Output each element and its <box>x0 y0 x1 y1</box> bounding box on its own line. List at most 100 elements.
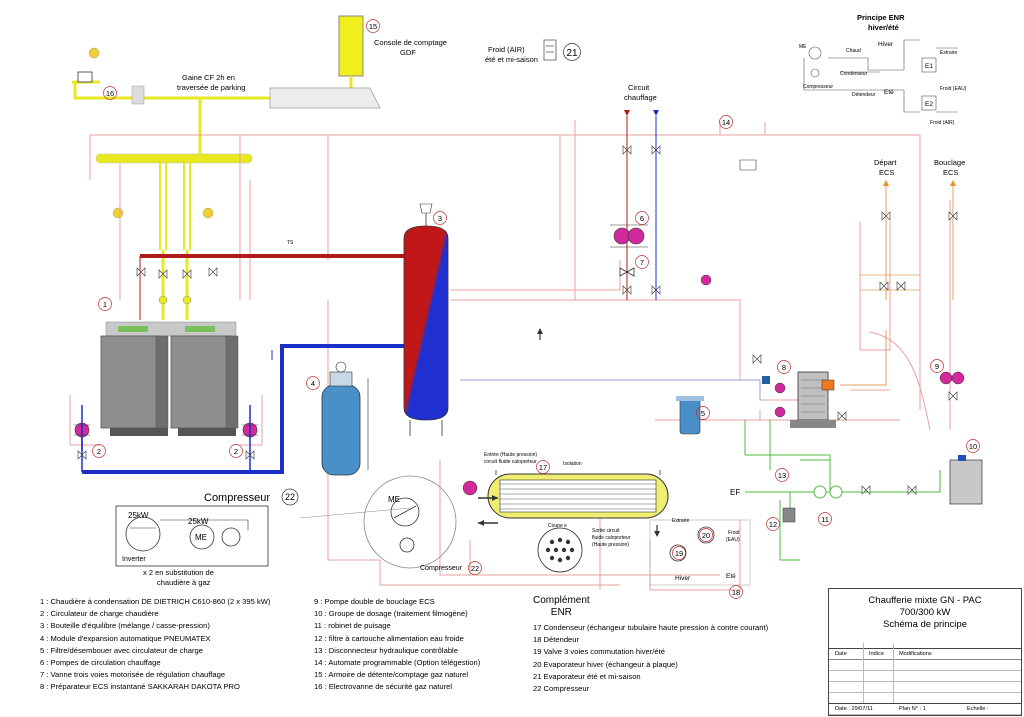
commutation-valves <box>649 519 751 586</box>
legend-enr: 17 Condenseur (échangeur tubulaire haute… <box>533 622 768 695</box>
principe-hiver: Hiver <box>878 41 894 48</box>
revision-row <box>829 671 1021 682</box>
legend-item: 17 Condenseur (échangeur tubulaire haute… <box>533 623 769 632</box>
inset-note-1: x 2 en substitution de <box>143 568 214 577</box>
title-block-footer: Date : 29/07/11 Plan N° : 1 Echelle : <box>829 703 1021 715</box>
dosing-unit <box>949 455 983 505</box>
principe-chaud: Chaud <box>846 48 861 54</box>
inset-me: ME <box>195 533 207 542</box>
label-console-1: Console de comptage <box>374 38 447 47</box>
title-line-3: Schéma de principe <box>883 619 967 630</box>
hydraulic-separator <box>403 203 449 436</box>
sortie-hp-1: Sortie circuit <box>592 528 620 534</box>
item-number-markers <box>92 19 980 599</box>
legend-item: 19 Valve 3 voies commutation hiver/été <box>533 647 665 657</box>
legend-item: 20 Evaporateur hiver (échangeur à plaque… <box>533 659 678 669</box>
col-date: Date <box>835 651 847 657</box>
marker-7: 7 <box>640 258 644 267</box>
marker-6: 6 <box>640 214 644 223</box>
ete-label: Eté <box>726 573 736 580</box>
legend-item: 1 : Chaudière à condensation DE DIETRICH… <box>40 597 271 606</box>
entree-hp-2: circuit fluide caloporteur <box>484 459 537 465</box>
label-gaine-2: traversée de parking <box>177 83 245 92</box>
legend-item: 12 : filtre à cartouche alimentation eau… <box>314 633 464 643</box>
legend-item: 14 : Automate programmable (Option télég… <box>314 657 481 667</box>
principe-ete: Eté <box>884 89 894 96</box>
marker-17: 17 <box>539 463 547 472</box>
title-line-1: Chaufferie mixte GN - PAC <box>868 595 982 606</box>
legend-middle: 9 : Pompe double de bouclage ECS 10 : Gr… <box>314 596 480 694</box>
gas-solenoid-valve-icon <box>77 71 93 83</box>
principe-e1: E1 <box>925 63 933 70</box>
legend-item: 21 Evaporateur été et mi-saison <box>533 671 641 681</box>
legend-enr-title-2: ENR <box>550 607 572 618</box>
big-compresseur-label: Compresseur <box>420 565 463 572</box>
legend-item: 22 Compresseur <box>533 683 590 693</box>
label-console-2: GDF <box>400 48 416 57</box>
cross-section-bundle <box>537 527 583 573</box>
legend-enr-title: Complément ENR <box>533 595 590 619</box>
legend-enr-title-1: Complément <box>533 595 590 606</box>
entree-hp-1: Entrée (Haute pression) <box>484 452 537 458</box>
label-bouclage-ecs-2: ECS <box>943 168 958 177</box>
revision-row <box>829 682 1021 693</box>
legend-item: 9 : Pompe double de bouclage ECS <box>314 597 435 606</box>
expansion-vessel <box>321 361 369 476</box>
marker-15: 15 <box>369 22 377 31</box>
marker-22b: 22 <box>471 564 479 573</box>
froid-eau-1: Froid <box>728 530 740 536</box>
big-me-label: ME <box>388 495 400 504</box>
gas-main-line <box>73 76 353 100</box>
plan-number: Plan N° : 1 <box>899 706 926 712</box>
marker-1: 1 <box>103 300 107 309</box>
label-depart-ecs-2: ECS <box>879 168 894 177</box>
extraire-label: Extraire <box>672 518 689 524</box>
compressor-inset <box>115 505 269 567</box>
marker-19: 19 <box>675 549 683 558</box>
gas-network <box>72 15 381 320</box>
inset-note-2: chaudière à gaz <box>157 578 211 587</box>
marker-18: 18 <box>732 588 740 597</box>
marker-13: 13 <box>778 471 786 480</box>
col-modifications: Modifications <box>899 651 932 657</box>
heating-pumps <box>610 224 648 248</box>
revision-header: Date Indice Modifications <box>829 649 1021 660</box>
legend-item: 18 Détendeur <box>533 635 580 645</box>
marker-3: 3 <box>438 214 442 223</box>
marker-2a: 2 <box>97 447 101 456</box>
legend-left: 1 : Chaudière à condensation DE DIETRICH… <box>40 596 270 694</box>
boiler-2 <box>170 326 239 436</box>
marker-8: 8 <box>782 363 786 372</box>
principe-extraire: Extraire <box>940 50 957 56</box>
air-evaporator-icon <box>543 39 557 61</box>
principe-froid-air: Froid (AIR) <box>930 120 955 126</box>
revision-row <box>829 660 1021 671</box>
plan-scale: Echelle : <box>967 706 989 712</box>
legend-item: 2 : Circulateur de charge chaudière <box>40 609 159 619</box>
small-valves <box>77 145 958 495</box>
marker-10: 10 <box>969 442 977 451</box>
compressor-drawing <box>299 475 457 569</box>
legend-item: 13 : Disconnecteur hydraulique contrôlab… <box>314 645 458 655</box>
marker-21: 21 <box>566 48 578 59</box>
principe-e2: E2 <box>925 101 933 108</box>
marker-16: 16 <box>106 89 114 98</box>
principe-compresseur: Compresseur <box>803 84 833 90</box>
enr-principle-sketch <box>803 39 958 113</box>
inset-kw1: 25kW <box>128 511 149 520</box>
marker-11: 11 <box>821 515 829 524</box>
principe-me: ME <box>799 44 807 50</box>
legend-item: 8 : Préparateur ECS instantané SAKKARAH … <box>40 682 240 692</box>
label-froid-air-2: été et mi-saison <box>485 55 538 64</box>
label-principe-1: Principe ENR <box>857 13 905 22</box>
legend-item: 7 : Vanne trois voies motorisée de régul… <box>40 670 226 680</box>
inset-inverter: Inverter <box>122 556 146 563</box>
revision-row <box>829 704 1021 715</box>
label-bouclage-ecs-1: Bouclage <box>934 158 965 167</box>
title-block-heading: Chaufferie mixte GN - PAC 700/300 kW Sch… <box>829 589 1021 649</box>
condenser-exchanger <box>462 470 669 526</box>
cold-return-pipe <box>82 344 404 474</box>
label-ef: EF <box>730 488 740 497</box>
marker-9: 9 <box>935 362 939 371</box>
